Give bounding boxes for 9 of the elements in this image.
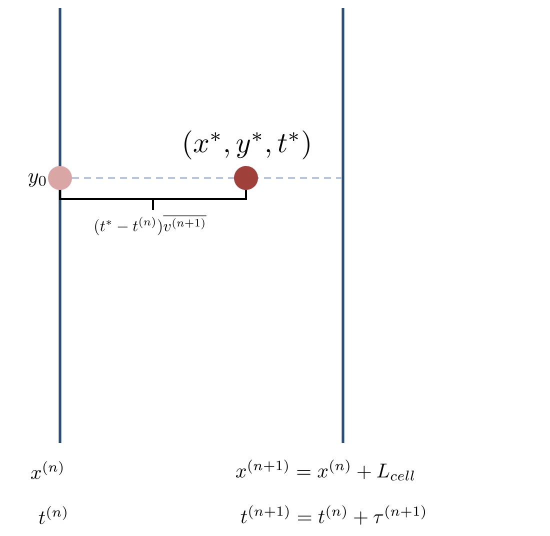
dot [234, 166, 258, 190]
formula: $t^{(n+1)} = t^{(n)} + \tau^{(n+1)}$ [240, 505, 425, 525]
distance-label: $(t^* - t^{(n)})\overline{v^{(n+1)}}$ [95, 216, 206, 236]
formula: $t^{(n)}$ [38, 506, 66, 524]
formula: $x^{(n+1)} = x^{(n)} + L_{cell}$ [236, 460, 414, 480]
dot [48, 166, 72, 190]
formula: $x^{(n)}$ [30, 461, 63, 480]
point-label: $(x^*, y^*, t^*)$ [184, 130, 310, 160]
axis-label: $y_0$ [28, 173, 46, 187]
